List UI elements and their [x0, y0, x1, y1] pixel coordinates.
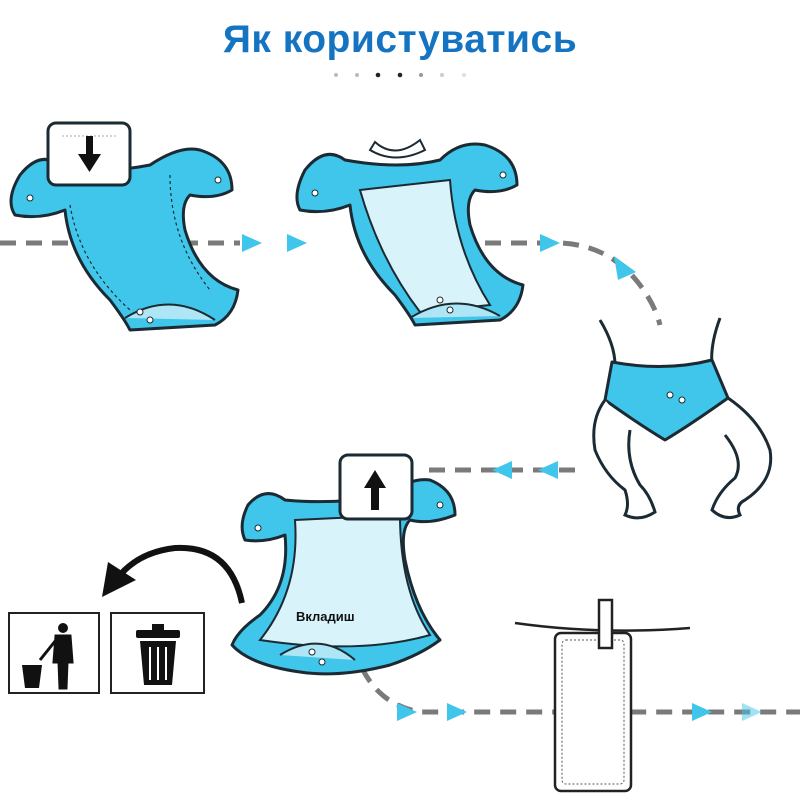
trash-can-icon: [110, 612, 205, 694]
arrow-right-icon: [397, 703, 417, 721]
flow-arrows: [242, 234, 762, 721]
flow-path: [0, 234, 800, 721]
arrow-right-icon: [540, 234, 560, 252]
arrow-right-icon: [742, 703, 762, 721]
page-title: Як користуватись: [222, 18, 578, 61]
arrow-right-icon: [614, 256, 636, 280]
step-pad-inserted: [295, 138, 525, 327]
down-arrow-icon: [78, 136, 101, 172]
carousel-dots[interactable]: [334, 72, 466, 78]
clothespin-icon: [597, 598, 614, 650]
step-dry-insert: [514, 598, 691, 793]
step-put-on-baby: [592, 317, 773, 520]
step-insert-pad: [9, 121, 240, 332]
arrow-right-icon: [447, 703, 467, 721]
arrow-left-icon: [492, 461, 512, 479]
insert-label: Вкладиш: [296, 609, 355, 624]
arrow-right-icon: [287, 234, 307, 252]
person-trash-icon: [8, 612, 100, 694]
up-arrow-icon: [364, 470, 386, 510]
step-dispose: [8, 612, 205, 694]
curved-arrow-icon: [102, 544, 245, 604]
hanging-insert: [553, 631, 633, 793]
arrow-right-icon: [242, 234, 262, 252]
arrow-right-icon: [692, 703, 712, 721]
arrow-left-icon: [538, 461, 558, 479]
step-remove-pad: Вкладиш: [230, 453, 457, 676]
